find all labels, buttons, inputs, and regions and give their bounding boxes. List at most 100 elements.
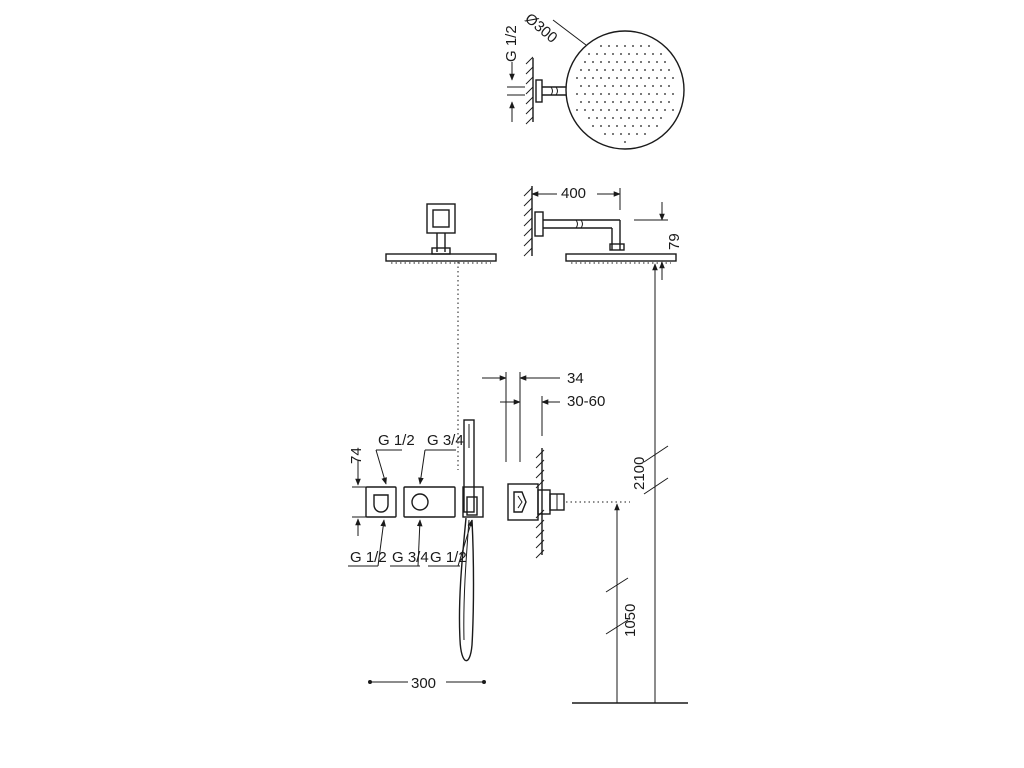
label-connection-bottom-1: G 1/2 [350,549,387,566]
nozzle-dot [576,77,578,79]
nozzle-dot [620,133,622,135]
valve-side-section: 34 30-60 [482,370,605,559]
nozzle-dot [664,77,666,79]
nozzle-dot [644,117,646,119]
nozzle-dot [632,61,634,63]
nozzle-dot [652,85,654,87]
nozzle-dot [624,77,626,79]
nozzle-dot [616,77,618,79]
nozzle-dot [640,61,642,63]
nozzle-dot [656,125,658,127]
label-connection-top-right: G 3/4 [427,432,464,449]
nozzle-dot [624,45,626,47]
nozzle-dot [612,133,614,135]
nozzle-dot [672,93,674,95]
nozzle-dot [604,69,606,71]
nozzle-dot [632,109,634,111]
nozzle-dot [668,69,670,71]
label-connection-bottom-2: G 3/4 [392,549,429,566]
nozzle-dot [632,45,634,47]
nozzle-dot [624,93,626,95]
nozzle-dot [636,117,638,119]
nozzle-dot [648,45,650,47]
nozzle-dot [616,125,618,127]
nozzle-dot [636,133,638,135]
nozzle-dot [640,125,642,127]
control-plates-front: 74 G 1/2 G 3/4 G 1/2 G 3/4 G 1/2 [348,432,484,567]
nozzle-dot [600,61,602,63]
nozzle-dot [652,117,654,119]
height-dimensions: 2100 1050 [566,263,688,704]
nozzle-dot [596,69,598,71]
nozzle-dot [624,125,626,127]
nozzle-dot [608,125,610,127]
wall-hatch-arm [523,187,533,257]
nozzle-dot [664,61,666,63]
nozzle-dot [600,109,602,111]
nozzle-dot [604,133,606,135]
nozzle-dot [660,53,662,55]
nozzle-dot [632,125,634,127]
nozzle-dot [588,117,590,119]
nozzle-dot [660,69,662,71]
nozzle-dot [616,109,618,111]
nozzle-dot [584,61,586,63]
nozzle-dot [584,93,586,95]
shower-head-top-view: G 1/2 Ø300 [503,10,685,150]
nozzle-dot [612,53,614,55]
nozzle-dot [576,93,578,95]
nozzle-dot [600,77,602,79]
nozzle-dot [636,85,638,87]
nozzle-dot [648,93,650,95]
nozzle-dot [636,53,638,55]
nozzle-dot [644,85,646,87]
nozzle-dot [644,133,646,135]
nozzle-dot [628,85,630,87]
nozzle-dot [640,77,642,79]
nozzle-dot [672,77,674,79]
nozzle-dot [608,93,610,95]
nozzle-dot [620,117,622,119]
nozzle-dot [640,45,642,47]
nozzle-dot [648,109,650,111]
nozzle-dot [636,69,638,71]
nozzle-dot [628,69,630,71]
nozzle-dot [632,77,634,79]
nozzle-dot [616,61,618,63]
nozzle-dot [580,85,582,87]
label-valve-height: 1050 [622,604,639,637]
nozzle-dot [656,77,658,79]
nozzle-dot [628,101,630,103]
nozzle-dot [648,125,650,127]
nozzle-dot [588,69,590,71]
nozzle-dot [600,45,602,47]
nozzle-dot [660,117,662,119]
wall-hatch-top [525,56,534,125]
nozzle-dot [644,69,646,71]
nozzle-dot [588,101,590,103]
nozzle-dot [576,109,578,111]
nozzle-dot [600,93,602,95]
nozzle-dot [664,109,666,111]
nozzle-dot [624,109,626,111]
nozzle-dot [592,93,594,95]
nozzle-dot [604,53,606,55]
nozzle-dot [584,109,586,111]
nozzle-dot [632,93,634,95]
label-wall-range: 30-60 [567,393,605,410]
hand-shower [458,419,475,662]
label-connection-bottom-3: G 1/2 [430,549,467,566]
label-wall-depth: 34 [567,370,584,387]
nozzle-dot [652,69,654,71]
label-overall-width: 300 [411,675,436,692]
nozzle-dot [652,101,654,103]
nozzle-dot [624,141,626,143]
shower-head-front-elevation [385,203,497,470]
label-plate-height: 74 [348,447,365,464]
nozzle-dot [608,61,610,63]
nozzle-dot [616,93,618,95]
nozzle-dot [588,53,590,55]
nozzle-dot [648,61,650,63]
nozzle-dot [592,77,594,79]
